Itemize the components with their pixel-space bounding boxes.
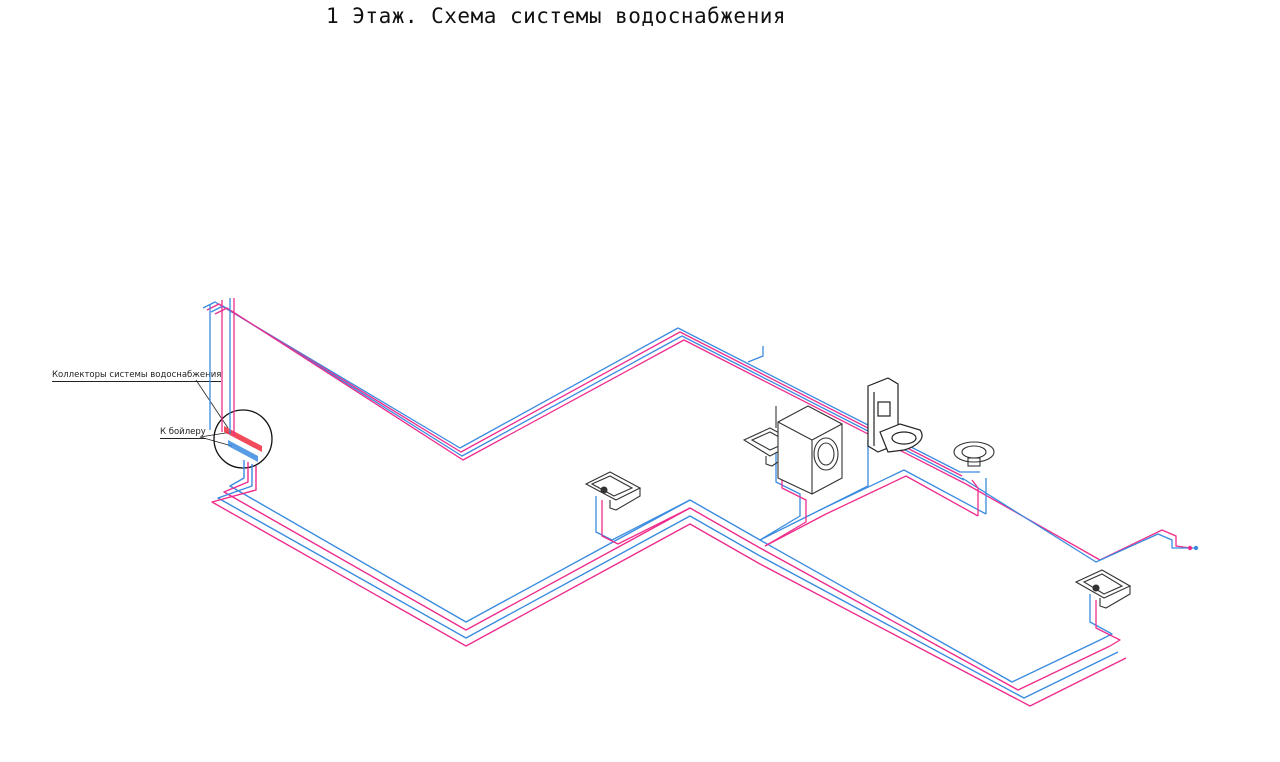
collectors-leader bbox=[195, 379, 229, 429]
upper-stub bbox=[747, 346, 764, 363]
toilet-bowl bbox=[879, 423, 923, 453]
toilet-seat bbox=[891, 431, 917, 445]
right-cold-branch bbox=[961, 477, 1196, 563]
sink-1-rim bbox=[609, 488, 641, 511]
sink1-hot-drop bbox=[601, 500, 691, 545]
lower-pipe-run bbox=[211, 460, 1127, 707]
upper-cold-pipe-1 bbox=[202, 301, 980, 473]
washroom-branch-pipes bbox=[595, 440, 1121, 647]
boiler-label: К бойлеру bbox=[160, 427, 206, 439]
washroom-hot bbox=[764, 475, 979, 547]
washroom-cold bbox=[759, 469, 987, 541]
lower-hot-pipe-2 bbox=[211, 466, 1127, 707]
collectors-label: Коллекторы системы водоснабжения bbox=[52, 370, 222, 382]
collector-callout-circle bbox=[213, 409, 273, 469]
sink-3-drain bbox=[1092, 584, 1100, 592]
sink3-hot-drop bbox=[1095, 600, 1121, 647]
sink-1 bbox=[584, 471, 642, 511]
hot-end-cap bbox=[1187, 545, 1193, 551]
washing-machine-door bbox=[813, 437, 839, 471]
washing-machine bbox=[777, 405, 843, 495]
bidet-hot-drop bbox=[971, 479, 979, 516]
bidet-rim bbox=[953, 441, 995, 463]
right-hot-branch bbox=[965, 483, 1191, 561]
toilet-cold-drop bbox=[819, 440, 869, 511]
upper-cold-pipe-2 bbox=[210, 305, 965, 481]
sink-3-rim bbox=[1099, 586, 1131, 609]
cold-end-cap bbox=[1193, 545, 1199, 551]
sink-3 bbox=[1074, 569, 1132, 609]
toilet-installation bbox=[867, 377, 923, 453]
sink3-cold-drop bbox=[1089, 594, 1113, 641]
boiler-leader-2 bbox=[199, 436, 233, 447]
right-branch-pipes bbox=[961, 477, 1196, 563]
pipe-end-caps bbox=[1187, 545, 1199, 551]
cold-collector bbox=[228, 440, 258, 462]
upper-hot-pipe-2 bbox=[214, 307, 967, 485]
lower-cold-pipe-2 bbox=[217, 464, 1119, 699]
bidet bbox=[953, 441, 995, 467]
lower-hot-pipe-1 bbox=[223, 462, 1111, 691]
upper-hot-pipe-1 bbox=[206, 303, 963, 477]
washing-machine-body bbox=[777, 405, 843, 495]
upper-pipe-run bbox=[202, 298, 980, 485]
drawing-title: 1 Этаж. Схема системы водоснабжения bbox=[326, 4, 787, 28]
sink-1-drain bbox=[600, 486, 608, 494]
washing-machine-drum bbox=[817, 442, 835, 466]
flush-plate bbox=[877, 401, 891, 417]
sink2-cold-drop bbox=[759, 440, 801, 541]
lower-cold-pipe-1 bbox=[229, 460, 1101, 683]
sink1-cold-drop bbox=[595, 496, 691, 541]
bidet-base bbox=[967, 457, 981, 467]
